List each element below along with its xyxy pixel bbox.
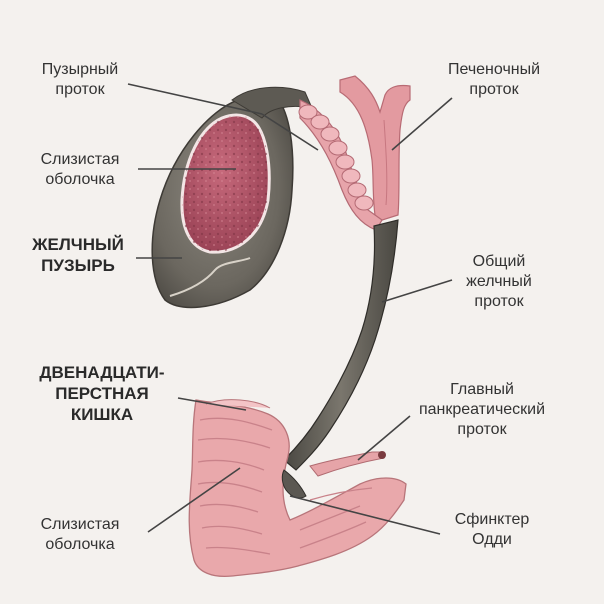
leader-common-bile-duct [381,279,453,303]
leader-cystic-duct [127,83,263,115]
leader-cystic-duct-2 [261,113,319,151]
cystic-duct [298,99,383,231]
sphincter-of-oddi [281,469,307,499]
leader-mucosa-bottom [147,467,241,533]
label-duodenum: ДВЕНАДЦАТИ- ПЕРСТНАЯ КИШКА [39,363,165,424]
label-gallbladder: ЖЕЛЧНЫЙ ПУЗЫРЬ [32,235,124,275]
label-mucosa-bottom: Слизистая оболочка [40,516,120,553]
label-pancreatic-duct: Главный панкреатический проток [418,381,546,438]
label-mucosa-top: Слизистая оболочка [40,151,120,188]
leader-pancreatic-duct [357,415,411,461]
gallbladder-mucosa [180,113,271,254]
pancreatic-duct [309,451,386,477]
label-hepatic-duct: Печеночный проток [447,61,541,98]
label-common-bile-duct: Общий желчный проток [466,253,532,310]
leader-lines [127,83,453,535]
leader-duodenum [177,397,247,411]
label-cystic-duct: Пузырный проток [41,61,119,98]
leader-hepatic-duct [391,97,453,151]
duodenum [188,399,407,578]
hepatic-duct [339,75,411,223]
label-sphincter: Сфинктер Одди [454,511,530,548]
common-bile-duct [283,219,399,471]
leader-sphincter [289,495,441,535]
